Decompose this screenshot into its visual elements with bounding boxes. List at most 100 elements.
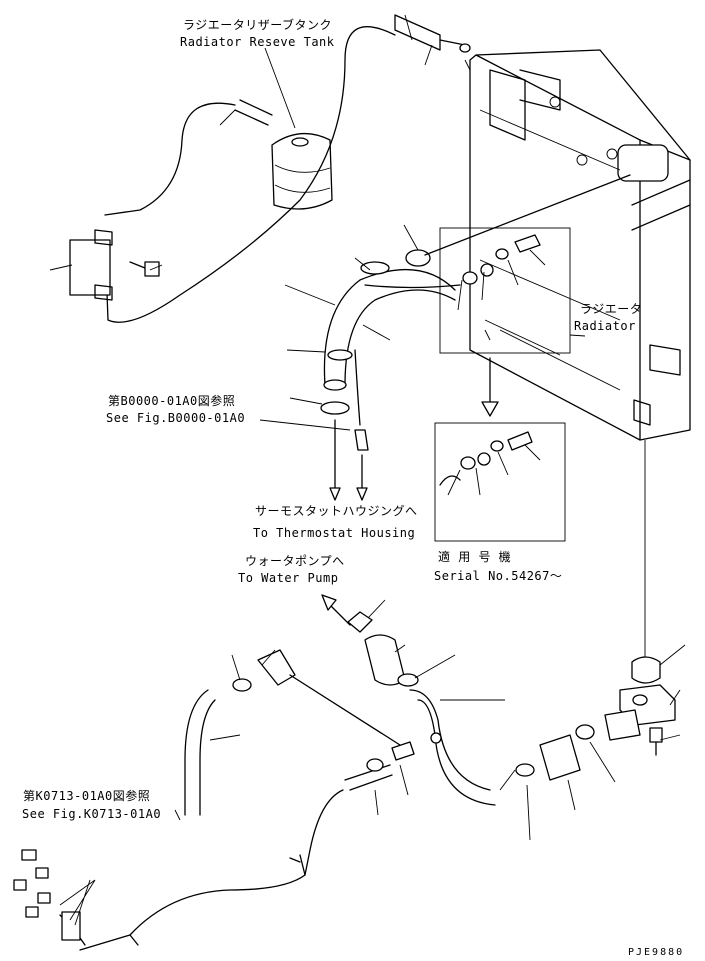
tee-line: [289, 674, 401, 746]
leader-wp-clamp: [367, 599, 386, 619]
inset-upper-frame: [439, 227, 571, 354]
upper-hose-assembly: [320, 174, 631, 451]
label-radiator-jp: ラジエータ: [580, 302, 642, 316]
reserve-tank-cap: [291, 137, 309, 147]
lower-hose-clamp: [515, 763, 535, 777]
leader-tee: [261, 649, 276, 666]
label-serial-en: Serial No.54267～: [434, 569, 562, 583]
leader-inset-washer: [481, 271, 485, 301]
label-radiator-en: Radiator: [574, 319, 636, 333]
leader-inset-lower-clamp: [447, 469, 461, 496]
leader-bypass: [362, 324, 391, 341]
leader-fig-b: [259, 419, 351, 431]
tank-overflow-hose: [104, 102, 236, 216]
lower-left-hose: [184, 689, 216, 816]
inset-clamp: [462, 271, 478, 285]
leader-bolt: [149, 264, 163, 271]
radiator-bolt-1: [576, 154, 588, 166]
label-reserve-tank-en: Radiator Reseve Tank: [180, 35, 335, 49]
leader-outlet-bolt: [659, 734, 681, 741]
reserve-hose-cap: [459, 43, 471, 53]
reserve-tank: [69, 14, 471, 323]
lower-radiator-hose: [539, 734, 581, 781]
water-pump-clamp: [347, 611, 373, 633]
outlet-elbow-hole: [632, 694, 648, 706]
radiator-core: [469, 54, 641, 441]
leader-small-clamp: [374, 789, 379, 816]
upper-hose-end: [323, 379, 347, 391]
drain-part-2: [35, 867, 49, 879]
inset-connector: [514, 234, 541, 253]
leader-reserve-cap: [464, 59, 471, 71]
water-pump-hose-clamp: [397, 673, 419, 687]
leader-reserve-clip: [404, 14, 413, 41]
drain-valve: [61, 911, 81, 941]
drain-part-5: [25, 906, 39, 918]
inset-hose: [484, 319, 561, 356]
inset-ring: [495, 248, 509, 260]
inset-lower-ring: [490, 440, 504, 452]
leader-reserve-tank: [264, 47, 296, 129]
radiator-fitting-2: [519, 69, 561, 111]
inset-lower-clamp: [460, 456, 476, 470]
drain-part-3: [13, 879, 27, 891]
inset-lower-washer: [477, 452, 491, 466]
leader-small-fitting: [399, 764, 409, 796]
small-fitting: [391, 741, 415, 761]
leader-outlet-elbow: [669, 689, 681, 706]
leader-outlet-clamp: [589, 741, 616, 783]
thermostat-arrow-shafts: [334, 419, 363, 491]
label-thermostat-jp: サーモスタットハウジングへ: [255, 504, 418, 518]
leader-upper-clamp: [403, 224, 419, 251]
hose-clamp-mid: [327, 349, 353, 361]
leader-overflow: [219, 109, 236, 126]
radiator-side: [475, 49, 691, 441]
radiator-drain: [633, 399, 651, 426]
radiator: [469, 49, 691, 665]
leader-wp-hose-clamp: [414, 654, 456, 679]
leader-inset-lower-washer: [475, 467, 481, 496]
inset-upper: [439, 227, 571, 356]
label-serial-jp: 適 用 号 機: [438, 549, 511, 564]
leader-radiator: [569, 334, 586, 337]
drawing-code: PJE9880: [628, 947, 684, 958]
tank-bracket-plate: [69, 239, 111, 296]
thermostat-arrow-heads: [329, 487, 368, 501]
radiator-fitting: [489, 69, 526, 141]
outlet-clamp: [575, 724, 595, 740]
lower-hose-assembly: [59, 611, 496, 951]
leader-fig-k: [59, 879, 96, 926]
drain-gasket: [631, 656, 661, 684]
thermostat-fitting: [354, 429, 369, 451]
outlet-bolt-head: [649, 727, 663, 743]
label-thermostat-en: To Thermostat Housing: [253, 526, 415, 540]
lower-bypass-hose: [409, 689, 496, 806]
breather-hose: [364, 284, 461, 289]
drain-parts: [13, 849, 81, 941]
lower-left-clamp: [232, 678, 252, 692]
leader-clamp-top: [354, 257, 371, 271]
leader-inset-lower-connector: [524, 444, 541, 461]
radiator-filler-cap: [617, 144, 669, 182]
leader-lower-hose-clamp: [499, 769, 516, 791]
tee-fitting: [257, 649, 296, 686]
upper-hose-guide: [424, 174, 631, 256]
tank-hose-clip: [234, 99, 273, 126]
label-water-pump-en: To Water Pump: [238, 571, 338, 585]
upper-hose-inner: [344, 289, 456, 386]
reserve-hose-end: [439, 39, 466, 46]
leader-radiator-hose: [567, 779, 576, 811]
small-hose-clamp: [366, 758, 384, 772]
leader-upper-hose: [284, 284, 336, 306]
leader-inset-ring: [507, 259, 519, 286]
leader-inset-clamp: [457, 279, 463, 311]
leader-lower-hose: [526, 784, 531, 841]
drain-part-4: [37, 892, 51, 904]
label-fig-k-jp: 第K0713-01A0図参照: [23, 788, 150, 803]
leader-lower-left: [209, 734, 241, 741]
radiator-bolt-3: [549, 96, 561, 108]
leader-inset-lower-ring: [497, 451, 509, 476]
inset-lower-connector: [507, 431, 533, 451]
